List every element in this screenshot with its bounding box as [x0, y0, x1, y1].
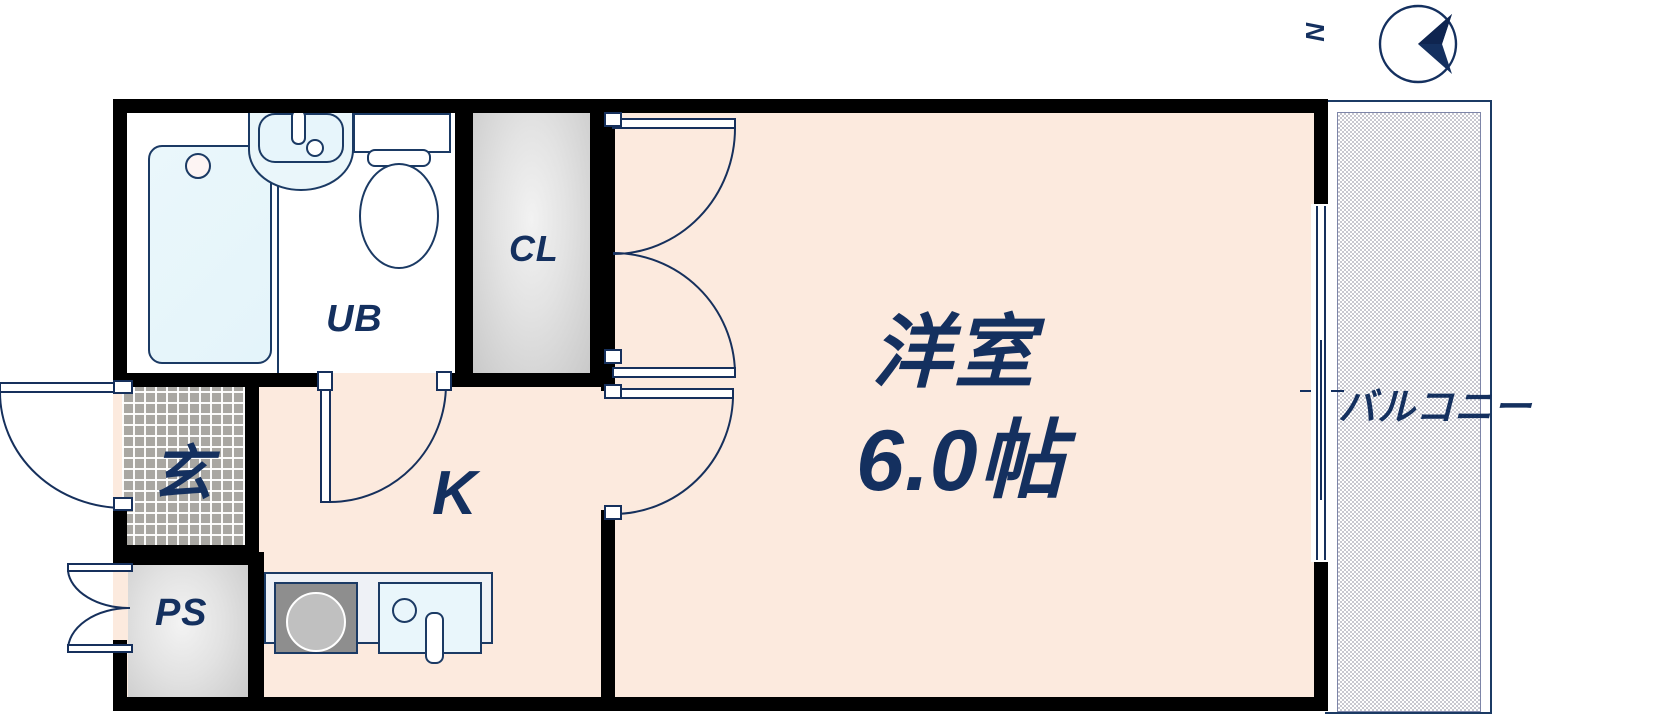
balcony-area	[1337, 112, 1481, 712]
bathtub-icon	[148, 145, 272, 364]
wall-ps-right	[248, 552, 264, 711]
closet-area	[473, 108, 590, 373]
room-entry-door[interactable]	[612, 388, 738, 516]
sliding-door-rail-2	[1324, 206, 1326, 560]
ps-area	[128, 565, 248, 711]
ub-partition-line	[277, 168, 279, 373]
closet-jamb-mid	[604, 349, 622, 364]
closet-door-upper[interactable]	[612, 118, 738, 256]
room-entry-jamb-top	[604, 384, 622, 399]
genkan-label: 玄	[152, 440, 212, 507]
closet-door-lower[interactable]	[612, 252, 738, 380]
main-room-size-label: 6.0帖	[856, 413, 1066, 509]
wall-right-upper	[1314, 99, 1328, 204]
ub-door[interactable]	[320, 382, 448, 507]
entrance-jamb-top	[113, 380, 133, 394]
kitchen-label: K	[432, 459, 479, 528]
wall-kitchen-right	[601, 510, 615, 711]
cl-label: CL	[509, 228, 559, 269]
main-room-name-label: 洋室	[872, 308, 1036, 397]
bathtub-drain-icon	[185, 153, 211, 179]
wall-top	[113, 99, 1328, 113]
balcony-label: バルコニー	[1338, 387, 1533, 429]
wall-ub-bottom-2	[437, 373, 615, 387]
wall-genkan-right	[245, 373, 259, 563]
ub-door-jamb-right	[436, 371, 452, 391]
wall-right-lower	[1314, 560, 1328, 711]
sliding-door-rail-1	[1316, 206, 1318, 560]
room-entry-jamb-bottom	[604, 505, 622, 520]
entrance-door[interactable]	[0, 382, 130, 510]
wall-genkan-bottom	[113, 545, 259, 565]
ps-door[interactable]	[56, 563, 134, 653]
ub-label: UB	[326, 298, 383, 340]
entrance-jamb-bottom	[113, 497, 133, 511]
ps-label: PS	[155, 592, 208, 634]
compass-north-icon	[1322, 2, 1462, 88]
sink-faucet-icon	[425, 612, 444, 664]
genkan-tile-area	[122, 380, 245, 545]
wall-ub-bottom	[113, 373, 317, 387]
wall-nub-closet	[601, 355, 615, 391]
washbasin-icon	[245, 109, 357, 192]
wall-bottom	[113, 697, 1328, 711]
ub-door-jamb-left	[317, 371, 333, 391]
closet-jamb-top	[604, 112, 622, 127]
wall-cl-right	[590, 99, 615, 387]
sink-drain-icon	[392, 598, 417, 623]
wall-left-lower	[113, 640, 127, 711]
toilet-icon	[352, 112, 452, 272]
burner-ring-icon	[286, 592, 346, 652]
compass-label: N	[1300, 22, 1330, 42]
wall-left-upper	[113, 99, 127, 386]
sliding-door-panel	[1320, 340, 1322, 500]
wall-ub-right	[455, 99, 473, 387]
